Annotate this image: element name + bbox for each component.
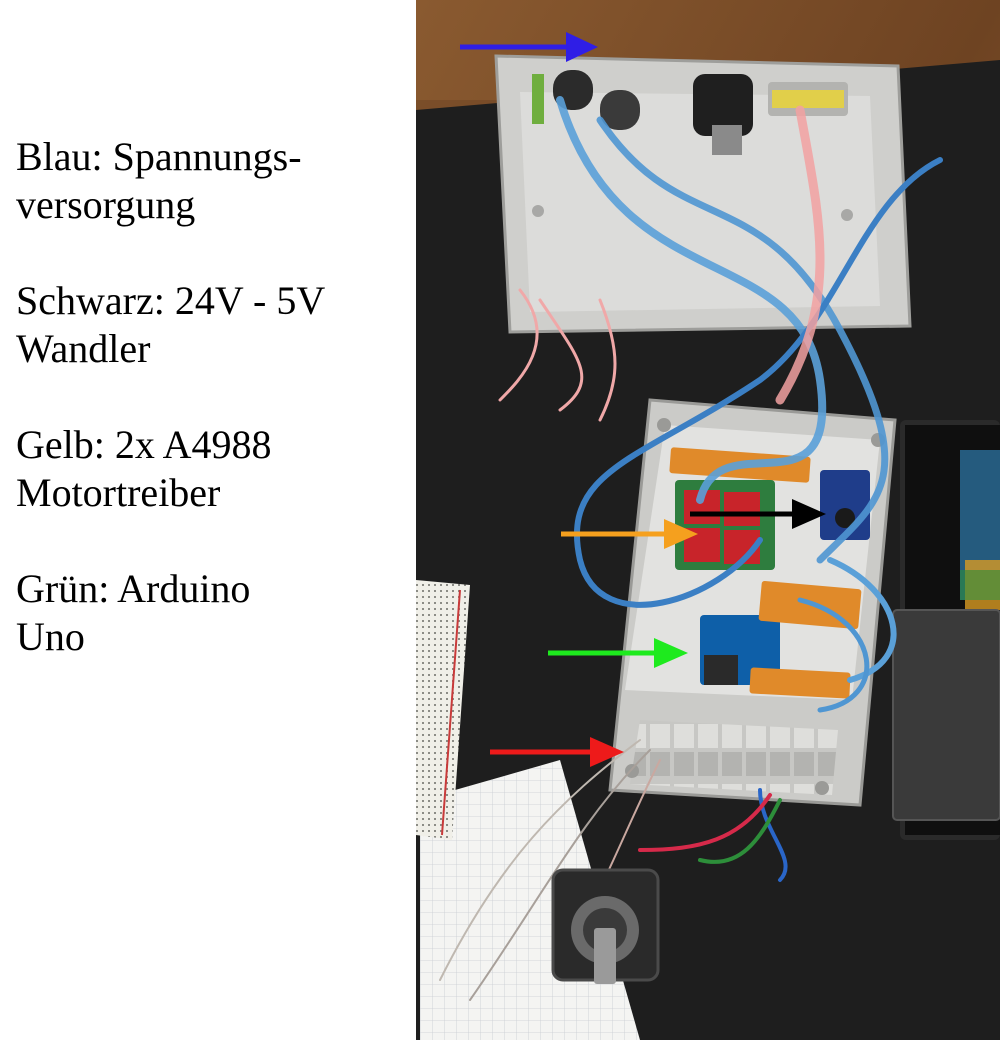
- stepper-motor: [551, 868, 660, 984]
- green-arrow: [548, 638, 688, 668]
- touchpad: [892, 609, 1000, 821]
- orange-arrow: [561, 519, 698, 549]
- legend-gruen-line-1: Grün: Arduino: [16, 566, 251, 611]
- legend-schwarz-line-2: Wandler: [16, 326, 151, 371]
- legend-blau-line-1: Blau: Spannungs-: [16, 134, 302, 179]
- legend-entry-gruen: Grün: Arduino Uno: [16, 565, 411, 661]
- cables: [439, 96, 943, 1001]
- legend-blau-line-2: versorgung: [16, 182, 196, 227]
- legend-schwarz-line-1: Schwarz: 24V - 5V: [16, 278, 326, 323]
- red-arrow: [490, 737, 624, 767]
- electronics-photo: [416, 0, 1000, 1040]
- black-arrow: [690, 499, 826, 529]
- legend-gelb-line-1: Gelb: 2x A4988: [16, 422, 272, 467]
- legend-entry-gelb: Gelb: 2x A4988 Motortreiber: [16, 421, 411, 517]
- legend-gelb-line-2: Motortreiber: [16, 470, 221, 515]
- legend-entry-schwarz: Schwarz: 24V - 5V Wandler: [16, 277, 411, 373]
- legend-gruen-line-2: Uno: [16, 614, 85, 659]
- annotation-arrows: [460, 32, 826, 767]
- buck-converter: [820, 470, 870, 540]
- legend-entry-blau: Blau: Spannungs- versorgung: [16, 133, 411, 229]
- blue-arrow: [460, 32, 598, 62]
- photo-illustration: [416, 0, 1000, 1040]
- legend: Blau: Spannungs- versorgung Schwarz: 24V…: [16, 133, 411, 709]
